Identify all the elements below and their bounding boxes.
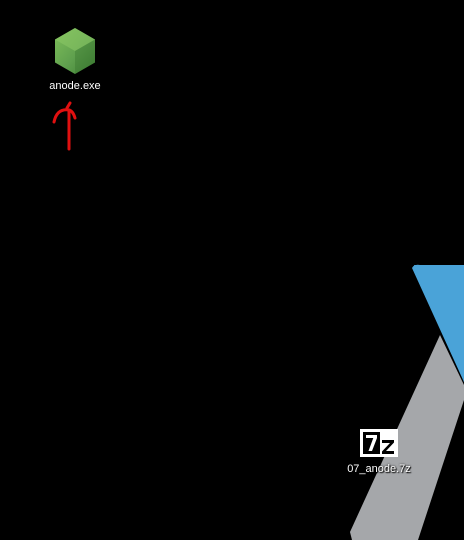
desktop-icon-label: anode.exe [49,80,101,92]
desktop-icon-anode-exe[interactable]: anode.exe [37,27,113,93]
7z-archive-icon [360,429,398,457]
desktop-icon-label: 07_anode.7z [347,463,411,475]
node-hexagon-icon [55,28,95,74]
red-arrow-icon [52,101,77,151]
desktop-icon-07-anode-7z[interactable]: 07_anode.7z [341,428,417,476]
wallpaper-blue-band [414,265,464,382]
wallpaper-gray-band [350,335,464,540]
